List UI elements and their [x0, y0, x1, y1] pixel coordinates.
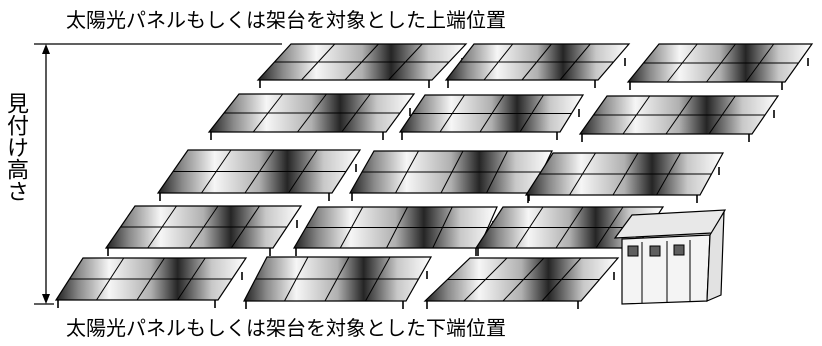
- arrow-down-icon: [42, 294, 50, 304]
- power-conditioner-building: [613, 209, 727, 305]
- top-edge-label: 太陽光パネルもしくは架台を対象とした上端位置: [66, 8, 506, 32]
- building-window: [649, 245, 661, 257]
- building-front: [621, 234, 711, 305]
- building-roof: [613, 209, 727, 239]
- building-window: [627, 245, 639, 257]
- building-window: [673, 244, 685, 256]
- visible-height-label: 見付け高さ: [3, 92, 28, 202]
- bottom-edge-label: 太陽光パネルもしくは架台を対象とした下端位置: [66, 316, 506, 340]
- height-dimension: [34, 43, 282, 305]
- arrow-up-icon: [42, 44, 50, 54]
- building-side: [706, 209, 725, 302]
